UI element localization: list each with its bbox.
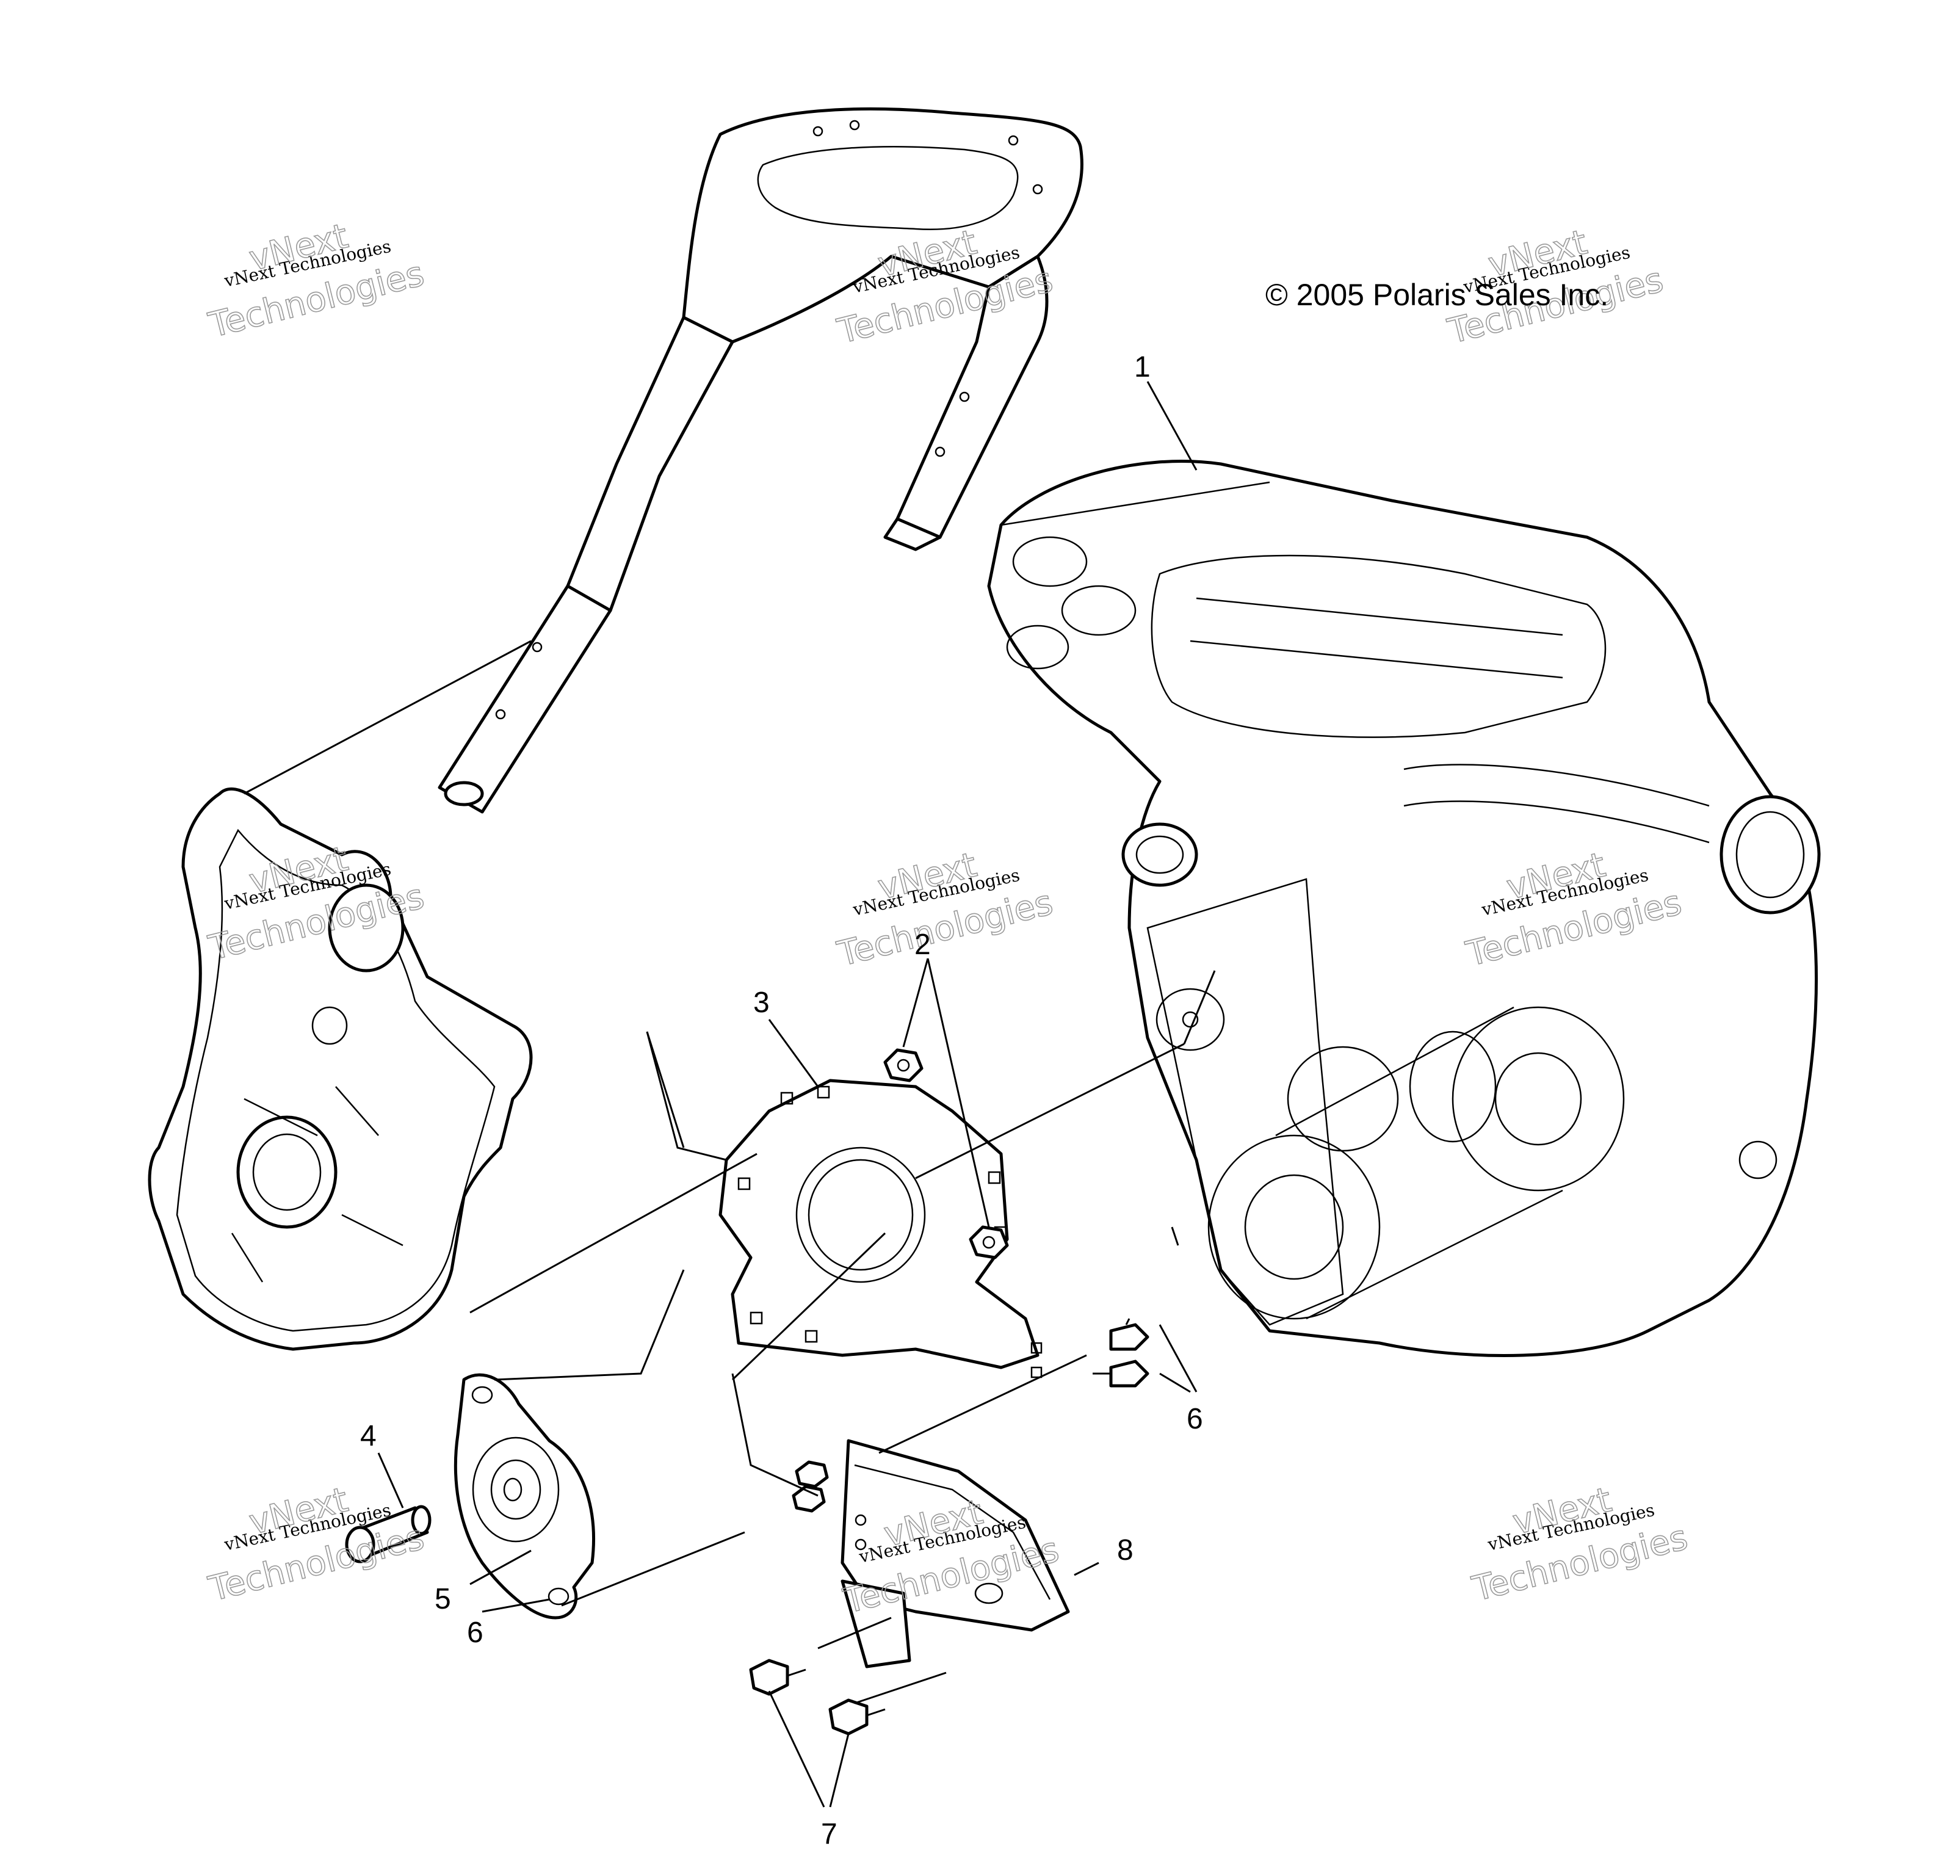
nut-2-lower <box>969 1225 1009 1259</box>
leader-lines <box>244 381 1216 1808</box>
callout-1: 1 <box>1134 351 1151 383</box>
nut-2-upper <box>883 1048 924 1082</box>
callout-8: 8 <box>1117 1534 1134 1566</box>
callout-4: 4 <box>360 1420 377 1452</box>
bolt-7-lower <box>828 1698 886 1736</box>
callout-5: 5 <box>435 1583 451 1615</box>
bolt-6-upper <box>1109 1318 1149 1351</box>
callout-2: 2 <box>914 929 931 961</box>
nut-pair <box>792 1460 829 1513</box>
callout-7: 7 <box>821 1818 837 1850</box>
copyright-text: © 2005 Polaris Sales Inc. <box>1265 278 1608 312</box>
frame-bracket <box>438 107 1083 814</box>
bearing-plate <box>454 1373 595 1620</box>
callout-6-right: 6 <box>1187 1403 1203 1435</box>
engine-assembly <box>987 460 1821 1357</box>
bushing <box>345 1505 432 1563</box>
bolt-7-upper <box>749 1659 806 1696</box>
callout-3: 3 <box>753 987 770 1019</box>
callout-6-left: 6 <box>467 1617 483 1649</box>
bolt-6-lower <box>1093 1360 1149 1388</box>
engine-mounting-plate <box>718 1079 1043 1378</box>
gearcase-cover <box>148 787 533 1351</box>
